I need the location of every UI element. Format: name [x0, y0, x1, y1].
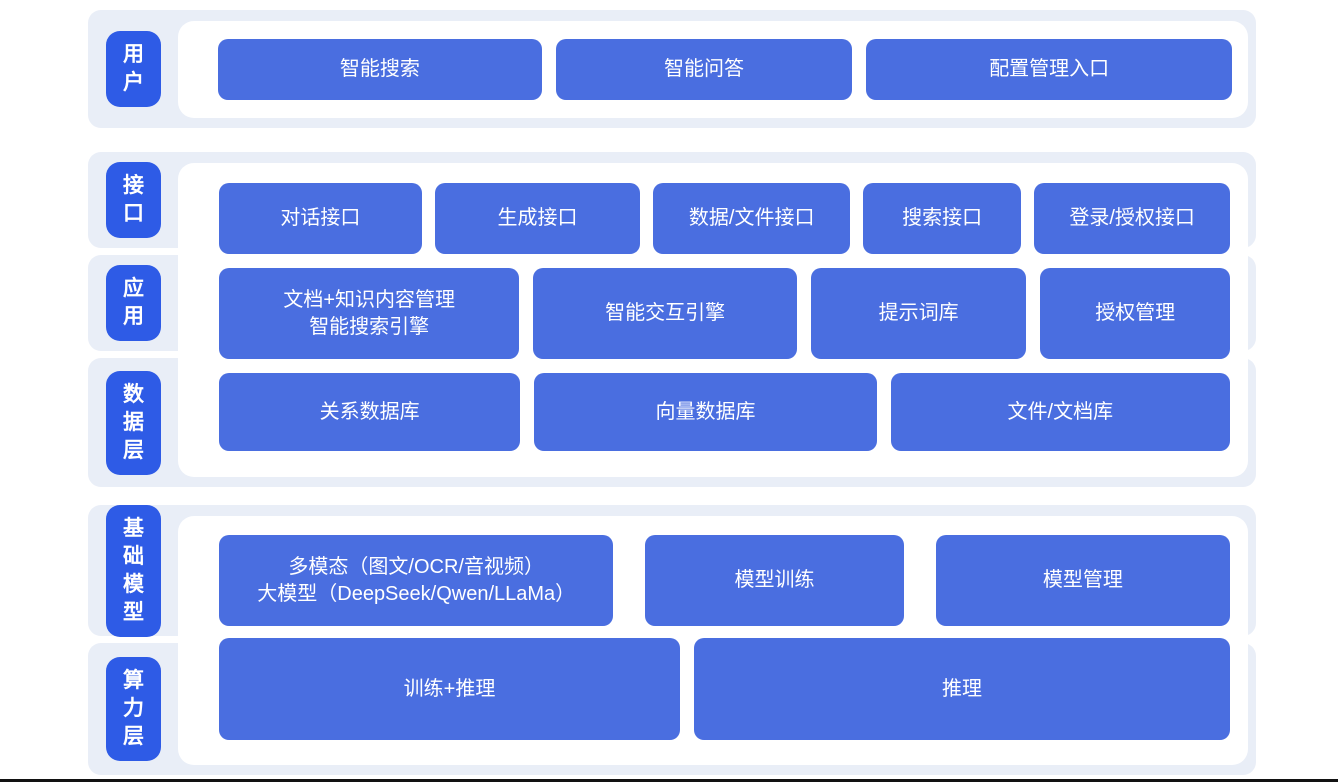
layer-band-user: 用户 智能搜索 智能问答 配置管理入口: [88, 10, 1256, 128]
node-vector-db: 向量数据库: [534, 373, 877, 451]
node-generation-api-label: 生成接口: [497, 207, 578, 229]
node-prompt-library: 提示词库: [810, 268, 1027, 359]
node-interaction-engine: 智能交互引擎: [533, 268, 797, 359]
node-login-auth-api-label: 登录/授权接口: [1069, 207, 1195, 229]
node-inference: 推理: [694, 638, 1230, 740]
node-vector-db-label: 向量数据库: [655, 400, 756, 423]
node-dialog-api: 对话接口: [219, 183, 422, 254]
node-multimodal-llm-line1: 多模态（图文/OCR/音视频）: [288, 555, 544, 578]
node-generation-api: 生成接口: [434, 183, 641, 254]
node-file-doc-store: 文件/文档库: [890, 373, 1230, 451]
middle-panel: 对话接口 生成接口 数据/文件接口 搜索接口 登录/授权接口 文档+知识内容管理…: [178, 163, 1248, 477]
node-smart-qa-label: 智能问答: [664, 58, 745, 80]
node-inference-label: 推理: [942, 677, 982, 700]
layer-label-foundation-model: 基础模型: [106, 504, 161, 637]
layer-band-bottom: 基础模型 算力层 多模态（图文/OCR/音视频） 大模型（DeepSeek/Qw…: [88, 504, 1256, 775]
node-doc-knowledge-search-engine: 文档+知识内容管理 智能搜索引擎: [219, 268, 520, 359]
layer-band-middle: 接口 应用 数据层 对话接口 生成接口 数据/文件接口 搜索接口 登录/: [88, 152, 1256, 487]
layer-label-interface: 接口: [106, 162, 161, 238]
bottom-panel: 多模态（图文/OCR/音视频） 大模型（DeepSeek/Qwen/LLaMa）…: [178, 516, 1248, 765]
foundation-model-row: 多模态（图文/OCR/音视频） 大模型（DeepSeek/Qwen/LLaMa）…: [219, 535, 1230, 626]
layer-label-compute-text: 算力层: [123, 669, 144, 748]
node-model-training-label: 模型训练: [734, 569, 815, 591]
application-row: 文档+知识内容管理 智能搜索引擎 智能交互引擎 提示词库 授权管理: [219, 268, 1230, 359]
node-doc-knowledge-line2: 智能搜索引擎: [309, 315, 430, 338]
layer-label-user-text: 用户: [123, 43, 144, 94]
layer-label-data: 数据层: [106, 370, 161, 475]
node-data-file-api-label: 数据/文件接口: [688, 207, 815, 229]
node-relational-db-label: 关系数据库: [319, 400, 420, 423]
node-smart-qa: 智能问答: [555, 39, 853, 100]
node-multimodal-llm: 多模态（图文/OCR/音视频） 大模型（DeepSeek/Qwen/LLaMa）: [219, 535, 614, 626]
node-model-management: 模型管理: [935, 535, 1230, 626]
layer-label-compute: 算力层: [106, 657, 161, 761]
node-multimodal-llm-line2: 大模型（DeepSeek/Qwen/LLaMa）: [257, 582, 576, 605]
node-prompt-library-label: 提示词库: [878, 302, 959, 324]
node-interaction-engine-label: 智能交互引擎: [605, 302, 726, 324]
node-config-management-entry: 配置管理入口: [866, 39, 1232, 100]
node-search-api-label: 搜索接口: [902, 207, 983, 229]
node-model-training: 模型训练: [645, 535, 904, 626]
node-training-inference-label: 训练+推理: [403, 677, 496, 700]
compute-row: 训练+推理 推理: [219, 638, 1230, 740]
node-auth-management: 授权管理: [1040, 268, 1230, 359]
node-smart-search: 智能搜索: [218, 39, 542, 100]
node-model-management-label: 模型管理: [1042, 569, 1123, 591]
bottom-divider-line: [0, 779, 1338, 782]
interface-row: 对话接口 生成接口 数据/文件接口 搜索接口 登录/授权接口: [219, 183, 1230, 254]
data-row: 关系数据库 向量数据库 文件/文档库: [219, 373, 1230, 451]
layer-label-foundation-model-text: 基础模型: [123, 516, 144, 624]
user-panel: 智能搜索 智能问答 配置管理入口: [178, 21, 1248, 118]
node-doc-knowledge-line1: 文档+知识内容管理: [283, 288, 456, 311]
layer-label-user: 用户: [106, 31, 161, 107]
node-auth-management-label: 授权管理: [1095, 302, 1176, 324]
node-login-auth-api: 登录/授权接口: [1034, 183, 1230, 254]
node-data-file-api: 数据/文件接口: [653, 183, 851, 254]
layer-label-data-text: 数据层: [123, 382, 144, 462]
user-row: 智能搜索 智能问答 配置管理入口: [218, 39, 1232, 100]
node-smart-search-label: 智能搜索: [339, 58, 420, 80]
node-relational-db: 关系数据库: [219, 373, 521, 451]
node-search-api: 搜索接口: [863, 183, 1022, 254]
node-dialog-api-label: 对话接口: [280, 207, 361, 229]
layer-label-application: 应用: [106, 265, 161, 341]
layer-label-interface-text: 接口: [123, 174, 144, 225]
node-config-management-entry-label: 配置管理入口: [989, 58, 1110, 80]
layer-label-application-text: 应用: [123, 277, 144, 328]
node-file-doc-store-label: 文件/文档库: [1007, 400, 1114, 423]
node-training-inference: 训练+推理: [219, 638, 680, 740]
